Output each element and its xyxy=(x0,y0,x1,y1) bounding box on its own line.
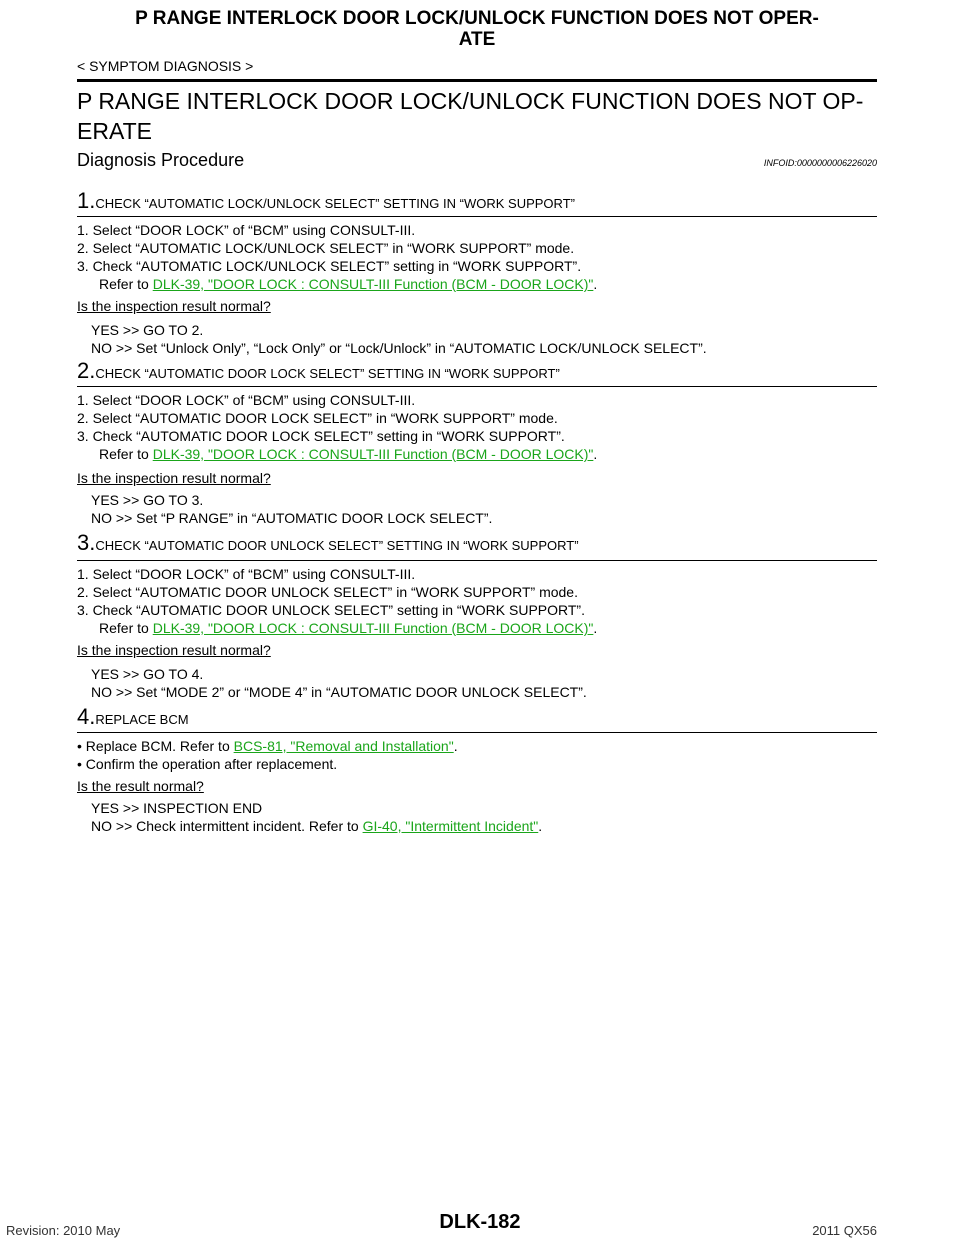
refer-link[interactable]: DLK-39, "DOOR LOCK : CONSULT-III Functio… xyxy=(152,276,594,292)
header-rule xyxy=(77,79,877,82)
list-item: 1. Select “DOOR LOCK” of “BCM” using CON… xyxy=(77,222,416,238)
step-rule xyxy=(77,560,877,561)
step-title: CHECK “AUTOMATIC DOOR LOCK SELECT” SETTI… xyxy=(95,366,560,381)
list-item: • Replace BCM. Refer to BCS-81, "Removal… xyxy=(77,738,458,754)
model-label: 2011 QX56 xyxy=(812,1223,877,1238)
list-item: 1. Select “DOOR LOCK” of “BCM” using CON… xyxy=(77,566,416,582)
step-number: 2. xyxy=(77,358,96,383)
no-answer: NO >> Set “Unlock Only”, “Lock Only” or … xyxy=(91,340,707,356)
list-item: • Confirm the operation after replacemen… xyxy=(77,756,338,772)
step-4-heading: 4.REPLACE BCM xyxy=(77,704,877,730)
yes-answer: YES >> GO TO 4. xyxy=(91,666,204,682)
info-id: INFOID:0000000006226020 xyxy=(763,158,877,168)
step-rule xyxy=(77,216,877,217)
page-title: P RANGE INTERLOCK DOOR LOCK/UNLOCK FUNCT… xyxy=(77,86,877,146)
refer-line: Refer to DLK-39, "DOOR LOCK : CONSULT-II… xyxy=(99,446,598,462)
inspection-question: Is the inspection result normal? xyxy=(77,642,271,658)
page-number: DLK-182 xyxy=(439,1211,521,1233)
no-answer-text: NO >> Check intermittent incident. Refer… xyxy=(91,818,363,834)
page-title-line1: P RANGE INTERLOCK DOOR LOCK/UNLOCK FUNCT… xyxy=(77,88,864,114)
list-item: 1. Select “DOOR LOCK” of “BCM” using CON… xyxy=(77,392,416,408)
step-title: CHECK “AUTOMATIC DOOR UNLOCK SELECT” SET… xyxy=(95,538,579,553)
revision-label: Revision: 2010 May xyxy=(6,1223,121,1238)
list-item: 2. Select “AUTOMATIC LOCK/UNLOCK SELECT”… xyxy=(77,240,575,256)
header-title-line2: ATE xyxy=(458,29,496,50)
refer-prefix: Refer to xyxy=(99,620,153,636)
list-item: 2. Select “AUTOMATIC DOOR LOCK SELECT” i… xyxy=(77,410,558,426)
yes-answer: YES >> GO TO 3. xyxy=(91,492,204,508)
header-title-line1: P RANGE INTERLOCK DOOR LOCK/UNLOCK FUNCT… xyxy=(135,8,819,29)
list-item: 3. Check “AUTOMATIC DOOR LOCK SELECT” se… xyxy=(77,428,565,444)
bullet-text: • Replace BCM. Refer to xyxy=(77,738,234,754)
step-rule xyxy=(77,732,877,733)
step-1-heading: 1.CHECK “AUTOMATIC LOCK/UNLOCK SELECT” S… xyxy=(77,188,877,214)
list-item: 2. Select “AUTOMATIC DOOR UNLOCK SELECT”… xyxy=(77,584,578,600)
refer-line: Refer to DLK-39, "DOOR LOCK : CONSULT-II… xyxy=(99,276,598,292)
refer-prefix: Refer to xyxy=(99,276,153,292)
header-title: P RANGE INTERLOCK DOOR LOCK/UNLOCK FUNCT… xyxy=(77,8,877,50)
step-number: 1. xyxy=(77,188,96,213)
refer-link[interactable]: GI-40, "Intermittent Incident" xyxy=(362,818,539,834)
step-3-heading: 3.CHECK “AUTOMATIC DOOR UNLOCK SELECT” S… xyxy=(77,530,877,556)
yes-answer: YES >> GO TO 2. xyxy=(91,322,204,338)
refer-line: Refer to DLK-39, "DOOR LOCK : CONSULT-II… xyxy=(99,620,598,636)
step-title: CHECK “AUTOMATIC LOCK/UNLOCK SELECT” SET… xyxy=(95,196,575,211)
subhead: Diagnosis Procedure xyxy=(77,150,245,170)
no-answer: NO >> Set “MODE 2” or “MODE 4” in “AUTOM… xyxy=(91,684,587,700)
step-2-heading: 2.CHECK “AUTOMATIC DOOR LOCK SELECT” SET… xyxy=(77,358,877,384)
yes-answer: YES >> INSPECTION END xyxy=(91,800,263,816)
step-number: 4. xyxy=(77,704,96,729)
refer-prefix: Refer to xyxy=(99,446,153,462)
step-rule xyxy=(77,386,877,387)
list-item: 3. Check “AUTOMATIC LOCK/UNLOCK SELECT” … xyxy=(77,258,582,274)
section-label: < SYMPTOM DIAGNOSIS > xyxy=(77,58,254,74)
list-item: 3. Check “AUTOMATIC DOOR UNLOCK SELECT” … xyxy=(77,602,585,618)
step-number: 3. xyxy=(77,530,96,555)
refer-link[interactable]: DLK-39, "DOOR LOCK : CONSULT-III Functio… xyxy=(152,620,594,636)
page-title-line2: ERATE xyxy=(77,118,152,144)
no-answer: NO >> Check intermittent incident. Refer… xyxy=(91,818,543,834)
result-question: Is the result normal? xyxy=(77,778,204,794)
no-answer: NO >> Set “P RANGE” in “AUTOMATIC DOOR L… xyxy=(91,510,493,526)
inspection-question: Is the inspection result normal? xyxy=(77,470,271,486)
inspection-question: Is the inspection result normal? xyxy=(77,298,271,314)
step-title: REPLACE BCM xyxy=(95,712,189,727)
refer-link[interactable]: BCS-81, "Removal and Installation" xyxy=(233,738,454,754)
refer-link[interactable]: DLK-39, "DOOR LOCK : CONSULT-III Functio… xyxy=(152,446,594,462)
